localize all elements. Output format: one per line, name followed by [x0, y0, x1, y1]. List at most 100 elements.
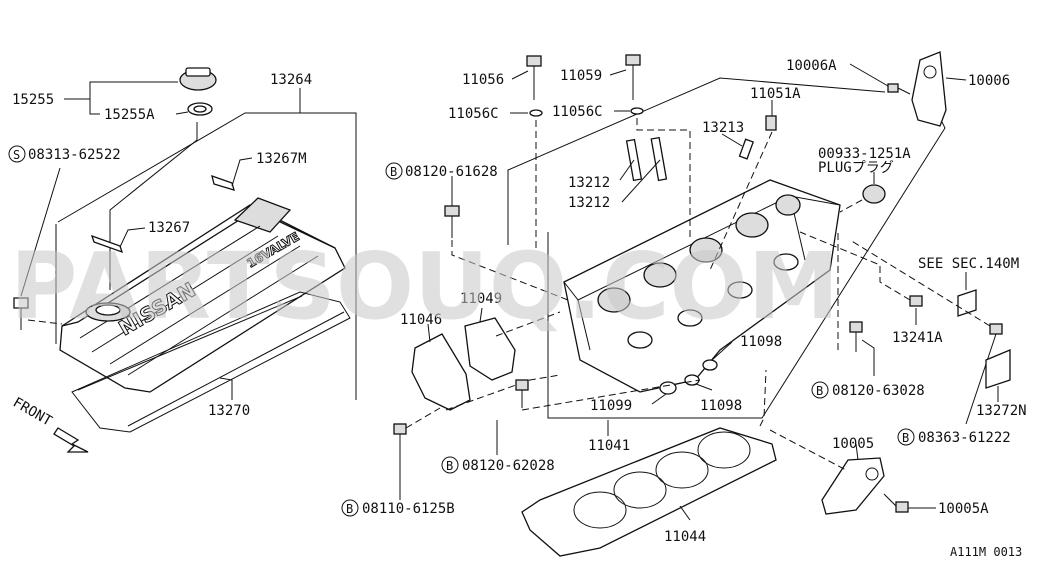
- dash-plug: [839, 199, 863, 213]
- head-port-3: [689, 237, 723, 263]
- label-11046: 11046: [400, 312, 442, 328]
- leader-11098-a: [711, 341, 733, 361]
- leader-11056: [511, 70, 529, 80]
- label-10006: 10006: [968, 73, 1010, 89]
- b-symbol-4: B: [446, 459, 453, 473]
- oil-filler-cap-grip: [185, 67, 211, 77]
- leader-10006a: [849, 63, 889, 87]
- label-13272N: 13272N: [976, 403, 1027, 419]
- label-11049: 11049: [460, 291, 502, 307]
- label-08120-62028: 08120-62028: [462, 458, 555, 474]
- valve-guide-b: [650, 136, 668, 182]
- label-08120-63028: 08120-63028: [832, 383, 925, 399]
- bolt-08120-63028-head: [849, 321, 863, 333]
- label-08313-62522: 08313-62522: [28, 147, 121, 163]
- leader-11044: [679, 505, 691, 521]
- label-11098-a: 11098: [740, 334, 782, 350]
- leader-08363-61222: [965, 333, 997, 425]
- dash-08120-61628: [451, 240, 569, 301]
- label-10006A: 10006A: [786, 58, 837, 74]
- b-symbol-2: B: [816, 384, 823, 398]
- bolt-10005a-head: [895, 501, 909, 513]
- front-label: FRONT: [10, 395, 55, 430]
- dash-08120-62028: [521, 379, 701, 411]
- bolt-10006a-shank: [897, 87, 911, 95]
- label-13213: 13213: [702, 120, 744, 136]
- valve-cover-gasket-inner: [77, 295, 345, 427]
- bracket-10005: [821, 457, 885, 515]
- label-13267M: 13267M: [256, 151, 307, 167]
- bolt-10006a: [887, 83, 899, 93]
- head-bolt-11056-head: [526, 55, 542, 67]
- bracket-10005-hole: [865, 467, 879, 481]
- head-lower-port-2: [677, 309, 703, 327]
- gasket-bore-1: [573, 491, 627, 529]
- label-see-sec: SEE SEC.140M: [918, 256, 1019, 272]
- cover-ribs: [79, 225, 319, 376]
- bolt-08363-61222-head: [989, 323, 1003, 335]
- label-plate-13272n: [985, 349, 1011, 389]
- head-gasket-group: [521, 369, 777, 557]
- leader-13270: [219, 377, 233, 400]
- leader-10005: [855, 443, 859, 461]
- gasket-bore-2: [613, 471, 667, 509]
- bolt-10005a-shank: [883, 493, 897, 507]
- head-gasket-11044: [521, 427, 777, 557]
- leader-11098-b: [695, 383, 713, 391]
- valve-cover-gasket: [71, 291, 351, 433]
- label-13212-a: 13212: [568, 175, 610, 191]
- pcv-hose-leader: [231, 157, 253, 187]
- seal-11098-b: [702, 359, 718, 371]
- b-symbol-circle-4: [441, 456, 459, 474]
- bolt-08110-6125b-head: [393, 423, 407, 435]
- label-11041: 11041: [588, 438, 630, 454]
- label-15255A: 15255A: [104, 107, 155, 123]
- seal-13213: [738, 138, 755, 160]
- valve-cover-group: NISSAN 16VALVE FRONT: [10, 67, 357, 453]
- dash-08363-61222: [849, 239, 991, 327]
- b-symbol-circle-3: [897, 428, 915, 446]
- label-11056C-a: 11056C: [448, 106, 499, 122]
- head-port-2: [643, 262, 677, 288]
- label-08110-6125B: 08110-6125B: [362, 501, 455, 517]
- label-08120-61628: 08120-61628: [405, 164, 498, 180]
- dash-08110-6125b: [405, 407, 441, 429]
- oil-cap-leader: [109, 122, 198, 290]
- oil-cap-gasket-hole: [193, 105, 207, 113]
- bolt-08120-61628-head: [444, 205, 460, 217]
- head-lower-port-4: [773, 253, 799, 271]
- label-08363-61222: 08363-61222: [918, 430, 1011, 446]
- cover-bolt-dash: [27, 319, 63, 325]
- label-13270: 13270: [208, 403, 250, 419]
- label-11099: 11099: [590, 398, 632, 414]
- label-10005: 10005: [832, 436, 874, 452]
- gasket-bore-3: [655, 451, 709, 489]
- cover-bolt-head: [13, 297, 29, 309]
- cover-oil-filler-hole: [95, 304, 121, 316]
- dash-11049: [495, 311, 561, 337]
- leader-11049: [479, 307, 483, 323]
- label-13212-b: 13212: [568, 195, 610, 211]
- leader-11099: [651, 393, 667, 405]
- b-symbol-1: B: [390, 165, 397, 179]
- cylinder-head-group: [393, 54, 946, 500]
- leader-11059: [609, 69, 627, 76]
- label-11059: 11059: [560, 68, 602, 84]
- bracket-10006-hole: [923, 65, 937, 79]
- seal-11098-a: [684, 374, 700, 386]
- cover-breather-boss: [233, 197, 292, 233]
- leader-08120-63028: [861, 339, 875, 376]
- washer-11056c-b: [630, 107, 644, 115]
- head-top-edge: [563, 195, 841, 301]
- leader-15255A: [175, 111, 189, 115]
- dash-11051a: [709, 131, 773, 271]
- pcv-hose-13267-leader: [119, 227, 146, 248]
- plug-00933: [862, 184, 886, 204]
- leader-15255-split: [89, 99, 100, 115]
- b-symbol-circle-2: [811, 381, 829, 399]
- head-bolt-11059-head: [625, 54, 641, 66]
- front-arrow-icon: [53, 427, 89, 453]
- label-plug: PLUGプラグ: [818, 160, 894, 176]
- s-symbol-circle: [8, 145, 26, 163]
